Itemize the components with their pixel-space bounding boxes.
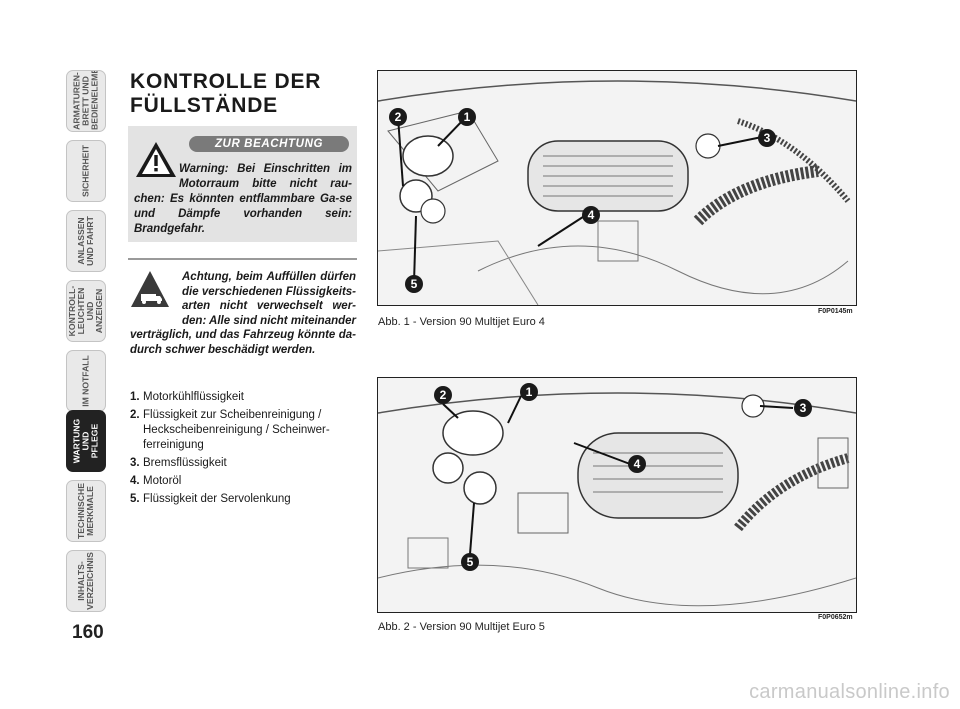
list-item-text: Motorkühlflüssigkeit [143, 391, 244, 403]
tab-label: INHALTS- VERZEICHNIS [76, 552, 95, 610]
tab-label: ARMATUREN- BRETT UND BEDIENELEMENTE [71, 70, 100, 130]
watermark: carmanualsonline.info [749, 681, 950, 703]
tab-label: IM NOTFALL [80, 355, 91, 407]
warning-badge: ZUR BEACHTUNG [189, 136, 349, 152]
list-item: 4.Motoröl [130, 474, 360, 489]
tab-label: SICHERHEIT [80, 144, 91, 198]
marker-4: 4 [628, 455, 646, 473]
marker-1: 1 [520, 383, 538, 401]
tab-technische-merkmale[interactable]: TECHNISCHE MERKMALE [66, 480, 106, 542]
list-item-number: 5. [130, 493, 140, 505]
figure-caption: Abb. 2 - Version 90 Multijet Euro 5 [378, 621, 545, 633]
engine-illustration [378, 71, 856, 305]
legend-list: 1.Motorkühlflüssigkeit 2.Flüssigkeit zur… [130, 390, 360, 510]
attention-text-content: Achtung, beim Auffüllen dürfen die versc… [130, 271, 357, 356]
tab-anlassen[interactable]: ANLASSEN UND FAHRT [66, 210, 106, 272]
figure-engine-euro5: 1 2 3 4 5 [377, 377, 857, 613]
divider [128, 258, 357, 260]
marker-3: 3 [794, 399, 812, 417]
list-item: 5.Flüssigkeit der Servolenkung [130, 492, 360, 507]
figure-code: F0P0652m [818, 614, 853, 621]
tab-inhaltsverzeichnis[interactable]: INHALTS- VERZEICHNIS [66, 550, 106, 612]
list-item-number: 2. [130, 409, 140, 421]
figure-caption: Abb. 1 - Version 90 Multijet Euro 4 [378, 316, 545, 328]
tab-wartung-pflege[interactable]: WARTUNG UND PFLEGE [66, 410, 106, 472]
figure-code: F0P0145m [818, 308, 853, 315]
list-item: 2.Flüssigkeit zur Scheibenreinigung / He… [130, 408, 360, 453]
page-number: 160 [72, 622, 104, 643]
marker-2: 2 [434, 386, 452, 404]
list-item-text: Flüssigkeit zur Scheibenreinigung / Heck… [143, 409, 330, 451]
list-item-text: Bremsflüssigkeit [143, 457, 227, 469]
warning-text: Warning: Bei Einschritten im Motorraum b… [134, 162, 352, 237]
page-title: KONTROLLE DER FÜLLSTÄNDE [130, 70, 322, 117]
tab-armaturenbrett[interactable]: ARMATUREN- BRETT UND BEDIENELEMENTE [66, 70, 106, 132]
list-item: 1.Motorkühlflüssigkeit [130, 390, 360, 405]
marker-1: 1 [458, 108, 476, 126]
engine-illustration [378, 378, 856, 612]
marker-3: 3 [758, 129, 776, 147]
tab-kontrollleuchten[interactable]: KONTROLL- LEUCHTEN UND ANZEIGEN [66, 280, 106, 342]
figure-engine-euro4: 1 2 3 4 5 [377, 70, 857, 306]
marker-4: 4 [582, 206, 600, 224]
tab-sicherheit[interactable]: SICHERHEIT [66, 140, 106, 202]
list-item: 3.Bremsflüssigkeit [130, 456, 360, 471]
marker-5: 5 [405, 275, 423, 293]
list-item-number: 3. [130, 457, 140, 469]
list-item-text: Flüssigkeit der Servolenkung [143, 493, 291, 505]
marker-2: 2 [389, 108, 407, 126]
list-item-number: 1. [130, 391, 140, 403]
tab-label: WARTUNG UND PFLEGE [71, 418, 100, 464]
list-item-text: Motoröl [143, 475, 182, 487]
tab-label: KONTROLL- LEUCHTEN UND ANZEIGEN [67, 285, 104, 337]
marker-5: 5 [461, 553, 479, 571]
warning-box: ZUR BEACHTUNG Warning: Bei Einschritten … [128, 126, 357, 242]
tab-im-notfall[interactable]: IM NOTFALL [66, 350, 106, 412]
attention-text: Achtung, beim Auffüllen dürfen die versc… [130, 270, 356, 358]
vehicle-damage-icon [131, 271, 169, 307]
list-item-number: 4. [130, 475, 140, 487]
tab-label: TECHNISCHE MERKMALE [76, 483, 95, 539]
warning-text-content: Warning: Bei Einschritten im Motorraum b… [134, 163, 352, 235]
tab-label: ANLASSEN UND FAHRT [76, 216, 95, 266]
warning-triangle-icon [136, 142, 176, 177]
